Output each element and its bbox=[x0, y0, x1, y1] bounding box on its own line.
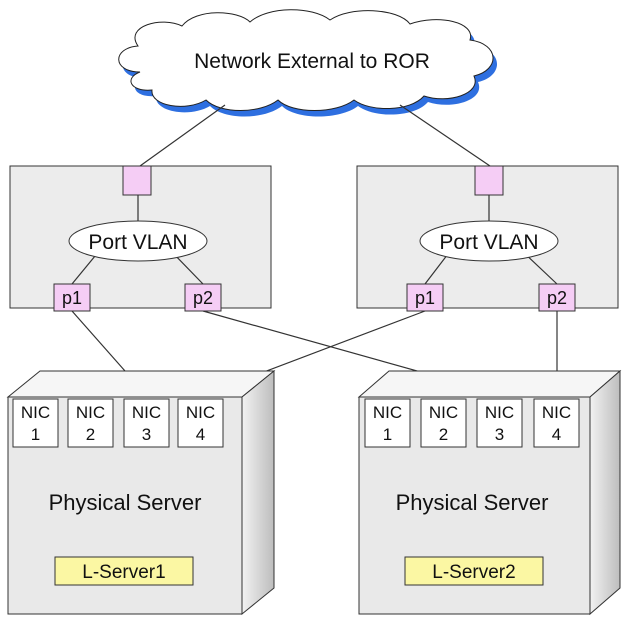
nic-label: NIC bbox=[542, 403, 571, 422]
port-p2 bbox=[184, 283, 222, 312]
lserver-label: L-Server1 bbox=[82, 562, 165, 583]
nic-1: NIC 1 bbox=[12, 398, 59, 448]
nic-number: 4 bbox=[552, 425, 561, 444]
uplink-port bbox=[474, 165, 504, 196]
server-label: Physical Server bbox=[49, 490, 202, 515]
physical-server-2: NIC 1 NIC 2 NIC 3 NIC 4 Physical Server … bbox=[357, 369, 622, 616]
nic-label: NIC bbox=[76, 403, 105, 422]
uplink-port bbox=[122, 165, 152, 196]
switch-left: Port VLAN p1 p2 bbox=[9, 165, 272, 312]
nic-number: 3 bbox=[142, 425, 151, 444]
nic-2: NIC 2 bbox=[420, 398, 467, 448]
nic-number: 1 bbox=[31, 425, 40, 444]
lserver-label: L-Server2 bbox=[432, 562, 515, 583]
port-vlan-label: Port VLAN bbox=[439, 231, 538, 254]
nic-number: 3 bbox=[495, 425, 504, 444]
lserver-box bbox=[404, 556, 544, 586]
server-top-face bbox=[357, 370, 622, 398]
cloud-label: Network External to ROR bbox=[194, 50, 430, 73]
lserver-box bbox=[54, 556, 194, 586]
nic-number: 2 bbox=[439, 425, 448, 444]
port-p1-label: p1 bbox=[415, 288, 435, 308]
nic-label: NIC bbox=[429, 403, 458, 422]
nic-label: NIC bbox=[373, 403, 402, 422]
server-side-face bbox=[589, 369, 621, 616]
server-label: Physical Server bbox=[396, 490, 549, 515]
port-p2-label: p2 bbox=[193, 288, 213, 308]
port-p1 bbox=[53, 283, 91, 312]
port-p2-label: p2 bbox=[547, 288, 567, 308]
nic-label: NIC bbox=[485, 403, 514, 422]
nic-number: 4 bbox=[196, 425, 205, 444]
nic-number: 1 bbox=[383, 425, 392, 444]
external-network-cloud: Network External to ROR bbox=[118, 9, 498, 117]
physical-server-1: NIC 1 NIC 2 NIC 3 NIC 4 Physical Server … bbox=[6, 369, 276, 616]
link-cloud-to-switch1 bbox=[139, 104, 226, 167]
server-side-face bbox=[241, 369, 275, 616]
nic-4: NIC 4 bbox=[177, 398, 224, 448]
nic-3: NIC 3 bbox=[476, 398, 523, 448]
port-vlan-ellipse bbox=[419, 220, 559, 262]
port-p1 bbox=[406, 283, 444, 312]
port-p1-label: p1 bbox=[62, 288, 82, 308]
nic-4: NIC 4 bbox=[533, 398, 580, 448]
nic-2: NIC 2 bbox=[67, 398, 114, 448]
nic-label: NIC bbox=[186, 403, 215, 422]
cloud-body bbox=[118, 9, 494, 111]
nic-label: NIC bbox=[21, 403, 50, 422]
link-cloud-to-switch2 bbox=[399, 104, 491, 167]
server-top-face bbox=[6, 370, 276, 398]
port-vlan-ellipse bbox=[68, 220, 208, 262]
switch-right: Port VLAN p1 p2 bbox=[356, 165, 619, 312]
port-p2 bbox=[538, 283, 576, 312]
port-vlan-label: Port VLAN bbox=[88, 231, 187, 254]
nic-label: NIC bbox=[132, 403, 161, 422]
nic-number: 2 bbox=[86, 425, 95, 444]
nic-1: NIC 1 bbox=[364, 398, 411, 448]
nic-3: NIC 3 bbox=[123, 398, 170, 448]
